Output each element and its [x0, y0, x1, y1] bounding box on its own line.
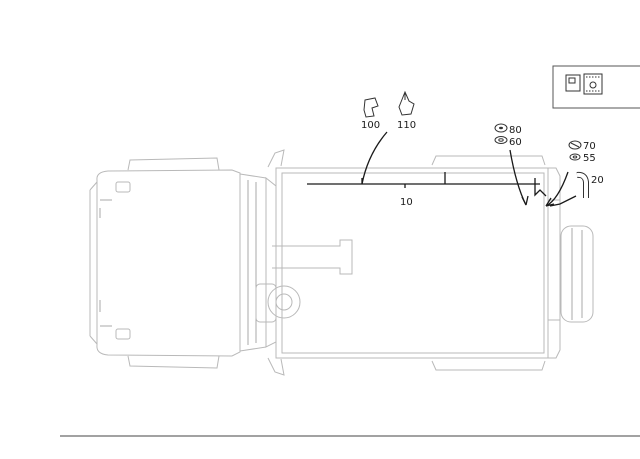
vehicle-outline: [89, 149, 594, 376]
part-label-55: 55: [583, 153, 596, 164]
grommet-icon: [494, 123, 508, 133]
leader-20: [549, 195, 577, 207]
leader-80-60: [509, 149, 527, 206]
arrow-70-55: [545, 197, 555, 207]
part-label-10: 10: [400, 197, 413, 208]
elbow-hose-icon: [576, 171, 589, 198]
grommet-icon: [494, 136, 508, 144]
part-label-100: 100: [361, 120, 380, 131]
fuel-system-icon: [552, 65, 640, 109]
clip-icon: [363, 97, 379, 118]
leader-100: [361, 131, 388, 185]
fuel-line-10: [307, 172, 547, 197]
part-label-70: 70: [583, 141, 596, 152]
leader-70-55: [545, 171, 569, 207]
part-label-20: 20: [591, 175, 604, 186]
cap-icon: [568, 140, 582, 150]
part-label-110: 110: [397, 120, 416, 131]
part-label-60: 60: [509, 137, 522, 148]
part-label-80: 80: [509, 125, 522, 136]
clip-icon: [398, 90, 415, 116]
arrow-80-60: [521, 195, 529, 206]
washer-icon: [569, 153, 581, 161]
